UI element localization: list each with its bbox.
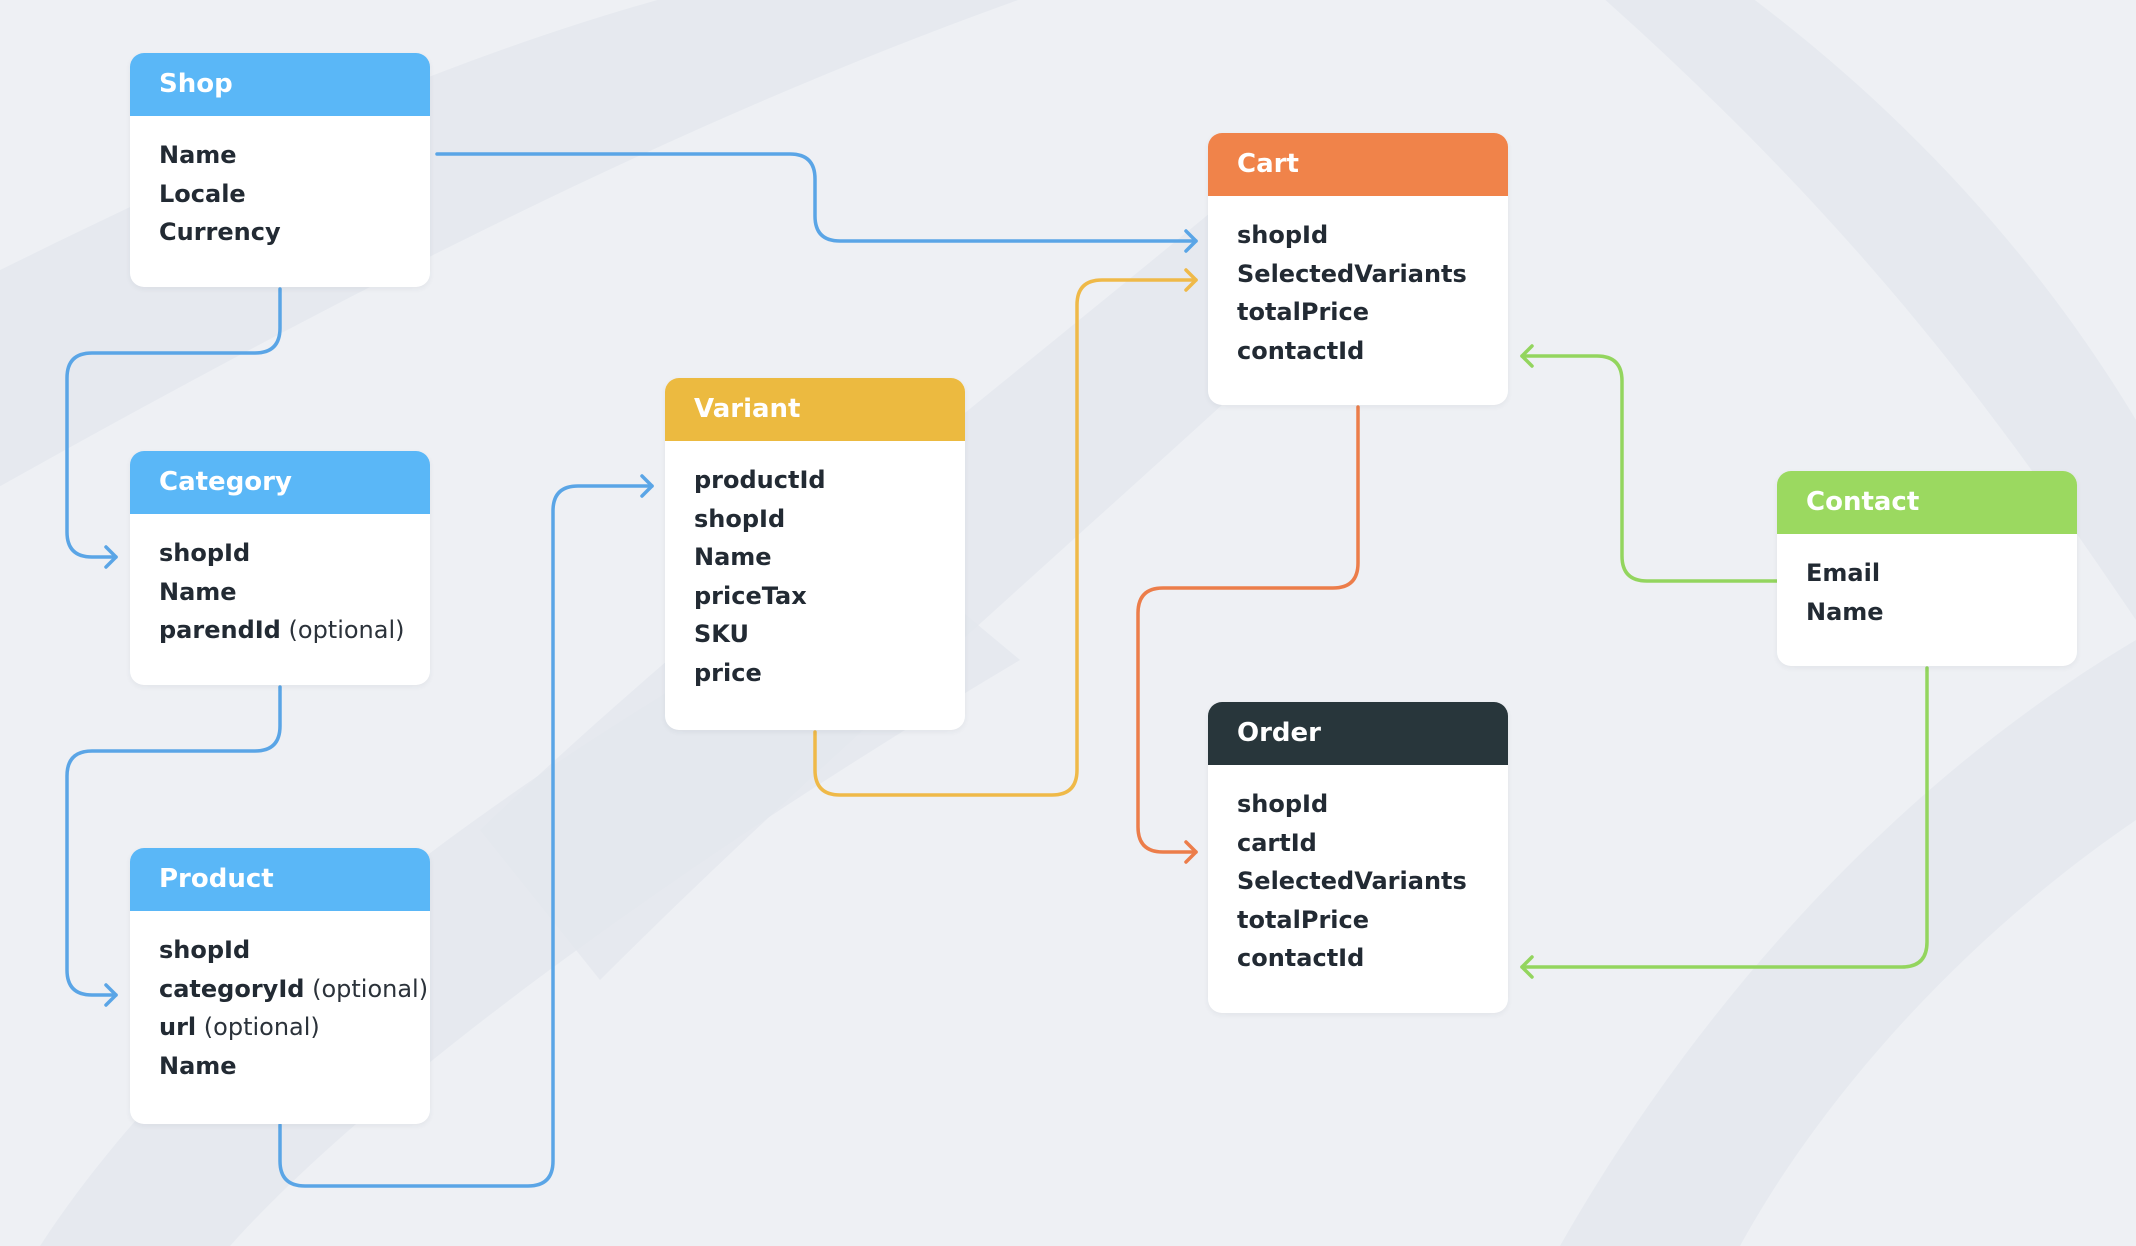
field-name: totalPrice xyxy=(1237,905,1370,934)
background-stripe xyxy=(1560,640,2136,1246)
relation-line-shop-category xyxy=(65,287,282,559)
field-order-totalprice: totalPrice xyxy=(1237,901,1508,940)
field-name: SelectedVariants xyxy=(1237,259,1467,288)
relation-line-contact-order xyxy=(1520,666,1929,969)
field-contact-email: Email xyxy=(1806,554,2077,593)
field-variant-pricetax: priceTax xyxy=(694,577,965,616)
field-name: shopId xyxy=(159,936,251,964)
arrowhead-shop-category xyxy=(104,545,118,569)
field-product-url: url (optional) xyxy=(159,1008,430,1047)
entity-title-category: Category xyxy=(130,451,430,514)
field-variant-sku: SKU xyxy=(694,615,965,654)
field-cart-totalprice: totalPrice xyxy=(1237,293,1508,332)
field-category-name: Name xyxy=(159,573,430,612)
relation-line-contact-cart xyxy=(1520,354,1779,583)
relation-line-shop-cart xyxy=(435,152,1198,243)
arrowhead-contact-order xyxy=(1520,955,1534,979)
field-product-categoryid: categoryId (optional) xyxy=(159,970,430,1009)
field-name: shopId xyxy=(1237,790,1329,818)
field-name: price xyxy=(694,658,762,687)
field-category-shopid: shopId xyxy=(159,534,430,573)
field-cart-selectedvariants: SelectedVariants xyxy=(1237,255,1508,294)
field-name: categoryId xyxy=(159,974,305,1003)
relation-line-cart-order xyxy=(1136,405,1360,854)
field-order-cartid: cartId xyxy=(1237,824,1508,863)
field-name: Name xyxy=(159,141,237,169)
field-cart-contactid: contactId xyxy=(1237,332,1508,371)
entity-title-contact: Contact xyxy=(1777,471,2077,534)
field-variant-shopid: shopId xyxy=(694,500,965,539)
field-name: parendId xyxy=(159,616,281,644)
field-order-contactid: contactId xyxy=(1237,939,1508,978)
field-order-selectedvariants: SelectedVariants xyxy=(1237,862,1508,901)
field-name: contactId xyxy=(1237,944,1365,972)
entity-title-product: Product xyxy=(130,848,430,911)
field-variant-name: Name xyxy=(694,538,965,577)
background-stripe xyxy=(1605,0,2136,620)
field-note: (optional) xyxy=(203,1013,320,1041)
field-contact-name: Name xyxy=(1806,593,2077,632)
relation-line-category-product xyxy=(65,685,282,997)
relation-line-variant-cart xyxy=(813,278,1198,797)
field-name: Currency xyxy=(159,218,281,246)
field-name: Email xyxy=(1806,559,1881,587)
field-variant-price: price xyxy=(694,654,965,693)
field-name: Name xyxy=(1806,597,1884,626)
field-name: priceTax xyxy=(694,581,807,610)
entity-title-cart: Cart xyxy=(1208,133,1508,196)
field-name: shopId xyxy=(159,539,251,567)
entity-title-order: Order xyxy=(1208,702,1508,765)
field-product-name: Name xyxy=(159,1047,430,1086)
field-shop-locale: Locale xyxy=(159,175,430,214)
field-note: (optional) xyxy=(288,616,405,644)
field-name: shopId xyxy=(1237,221,1329,249)
field-name: cartId xyxy=(1237,828,1317,857)
field-variant-productid: productId xyxy=(694,461,965,500)
entity-title-shop: Shop xyxy=(130,53,430,116)
field-name: totalPrice xyxy=(1237,298,1370,326)
field-name: SKU xyxy=(694,620,749,648)
arrowhead-cart-order xyxy=(1184,840,1198,864)
entity-title-variant: Variant xyxy=(665,378,965,441)
field-name: url xyxy=(159,1013,197,1041)
arrowhead-shop-cart xyxy=(1184,229,1198,253)
field-cart-shopid: shopId xyxy=(1237,216,1508,255)
field-name: productId xyxy=(694,466,826,494)
field-order-shopid: shopId xyxy=(1237,785,1508,824)
field-shop-name: Name xyxy=(159,136,430,175)
field-category-parendid: parendId (optional) xyxy=(159,611,430,650)
field-name: Locale xyxy=(159,179,246,208)
field-name: shopId xyxy=(694,504,786,533)
field-name: contactId xyxy=(1237,336,1365,365)
field-name: Name xyxy=(159,1051,237,1080)
arrowhead-variant-cart xyxy=(1184,268,1198,292)
arrowhead-product-variant xyxy=(640,474,654,498)
arrowhead-contact-cart xyxy=(1520,344,1534,368)
relation-line-product-variant xyxy=(278,484,654,1188)
field-name: Name xyxy=(159,577,237,606)
field-note: (optional) xyxy=(312,974,429,1003)
field-shop-currency: Currency xyxy=(159,213,430,252)
field-name: SelectedVariants xyxy=(1237,867,1467,895)
field-product-shopid: shopId xyxy=(159,931,430,970)
arrowhead-category-product xyxy=(104,983,118,1007)
field-name: Name xyxy=(694,543,772,571)
